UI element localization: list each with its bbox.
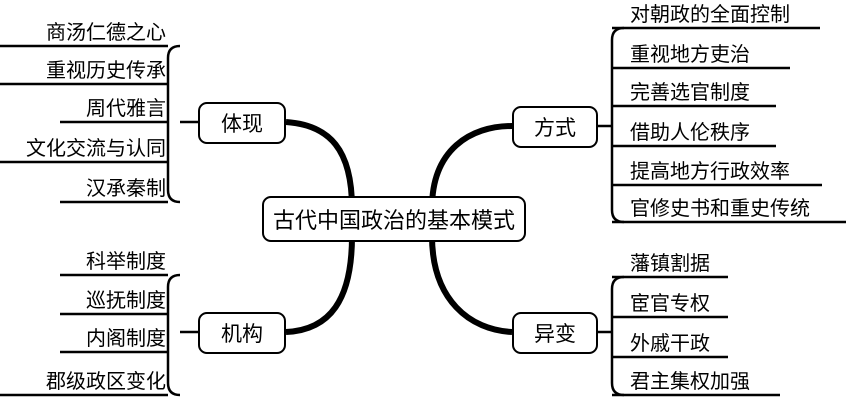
leaf-jigou-1: 巡抚制度 xyxy=(86,288,166,312)
leaf-jigou-0: 科举制度 xyxy=(86,249,166,273)
curve-center-fangshi xyxy=(429,123,513,209)
branch-node-tixian: 体现 xyxy=(198,102,286,144)
center-label: 古代中国政治的基本模式 xyxy=(272,209,515,234)
center-node: 古代中国政治的基本模式 xyxy=(262,196,526,242)
bracket-tixian xyxy=(166,44,198,204)
leaf-yibian-0: 藩镇割据 xyxy=(630,251,710,275)
branch-label-jigou: 机构 xyxy=(221,322,263,346)
bracket-fangshi xyxy=(596,26,625,224)
curve-center-yibian xyxy=(429,235,513,335)
leaf-fangshi-3: 借助人伦秩序 xyxy=(630,120,750,144)
curve-center-tixian xyxy=(285,119,355,209)
leaf-yibian-2: 外戚干政 xyxy=(630,331,710,355)
leaf-tixian-1: 重视历史传承 xyxy=(46,58,166,82)
bracket-jigou xyxy=(166,273,198,397)
leaf-yibian-1: 宦官专权 xyxy=(630,291,710,315)
branch-label-tixian: 体现 xyxy=(221,112,263,136)
branch-label-fangshi: 方式 xyxy=(534,116,576,140)
leaf-tixian-4: 汉承秦制 xyxy=(86,176,166,200)
branch-node-fangshi: 方式 xyxy=(512,106,598,148)
leaf-tixian-2: 周代雅言 xyxy=(86,96,166,120)
leaf-fangshi-2: 完善选官制度 xyxy=(630,80,750,104)
leaf-fangshi-5: 官修史书和重史传统 xyxy=(630,196,810,220)
bracket-yibian xyxy=(596,275,625,397)
branch-node-jigou: 机构 xyxy=(198,312,286,354)
branch-label-yibian: 异变 xyxy=(534,322,576,346)
leaf-fangshi-4: 提高地方行政效率 xyxy=(630,159,790,183)
leaf-jigou-2: 内阁制度 xyxy=(86,326,166,350)
leaf-fangshi-1: 重视地方吏治 xyxy=(630,42,750,66)
leaf-tixian-3: 文化交流与认同 xyxy=(26,136,166,160)
leaf-jigou-3: 郡级政区变化 xyxy=(46,369,166,393)
leaf-tixian-0: 商汤仁德之心 xyxy=(46,20,166,44)
branch-node-yibian: 异变 xyxy=(512,312,598,354)
leaf-yibian-3: 君主集权加强 xyxy=(630,369,750,393)
leaf-fangshi-0: 对朝政的全面控制 xyxy=(630,2,790,26)
curve-center-jigou xyxy=(285,235,355,335)
